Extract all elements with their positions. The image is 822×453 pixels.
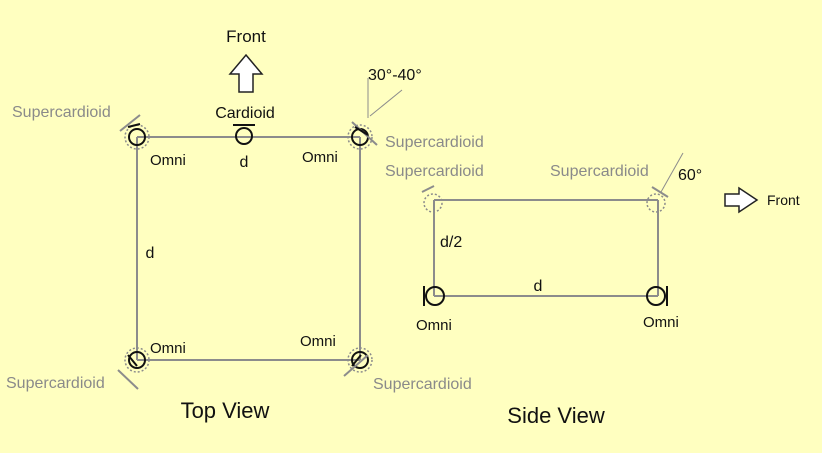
bottom-left-mic-pair-icon [117,347,150,390]
top-depth-label: d [146,245,155,262]
bottom-left-omni-label: Omni [150,340,186,357]
top-view: Front Cardioid d d Supercardioid Omni 30… [6,27,484,423]
side-angle-label: 60° [678,167,702,184]
top-right-omni-label: Omni [302,149,338,166]
top-right-super-label: Supercardioid [385,134,484,151]
side-front-arrow-icon [724,186,759,214]
side-width-label: d [534,278,543,295]
side-bottom-left-omni-label: Omni [416,317,452,334]
top-angle-label: 30°-40° [368,67,422,84]
top-right-mic-pair-icon [347,78,403,150]
top-front-arrow-icon [228,53,264,93]
top-view-title: Top View [181,398,270,423]
top-left-mic-pair-icon [119,114,150,150]
side-view: Supercardioid Supercardioid 60° Front Om… [385,152,800,428]
side-top-right-super-icon [646,152,684,213]
cardioid-mic-icon [233,124,255,145]
side-top-right-super-label: Supercardioid [550,163,649,180]
side-view-title: Side View [507,403,605,428]
top-front-label: Front [226,27,266,46]
side-bottom-right-omni-label: Omni [643,314,679,331]
side-front-label: Front [767,192,800,208]
top-left-super-label: Supercardioid [12,104,111,121]
top-left-omni-label: Omni [150,152,186,169]
bottom-right-mic-pair-icon [343,347,373,377]
top-width-label: d [240,154,249,171]
bottom-left-super-label: Supercardioid [6,375,105,392]
side-bottom-left-omni-icon [423,286,445,306]
side-height-label: d/2 [440,234,462,251]
side-top-left-super-label: Supercardioid [385,163,484,180]
bottom-right-omni-label: Omni [300,333,336,350]
cardioid-label: Cardioid [215,105,275,122]
side-top-left-super-icon [421,185,443,213]
bottom-right-super-label: Supercardioid [373,376,472,393]
side-bottom-right-omni-icon [646,286,668,306]
